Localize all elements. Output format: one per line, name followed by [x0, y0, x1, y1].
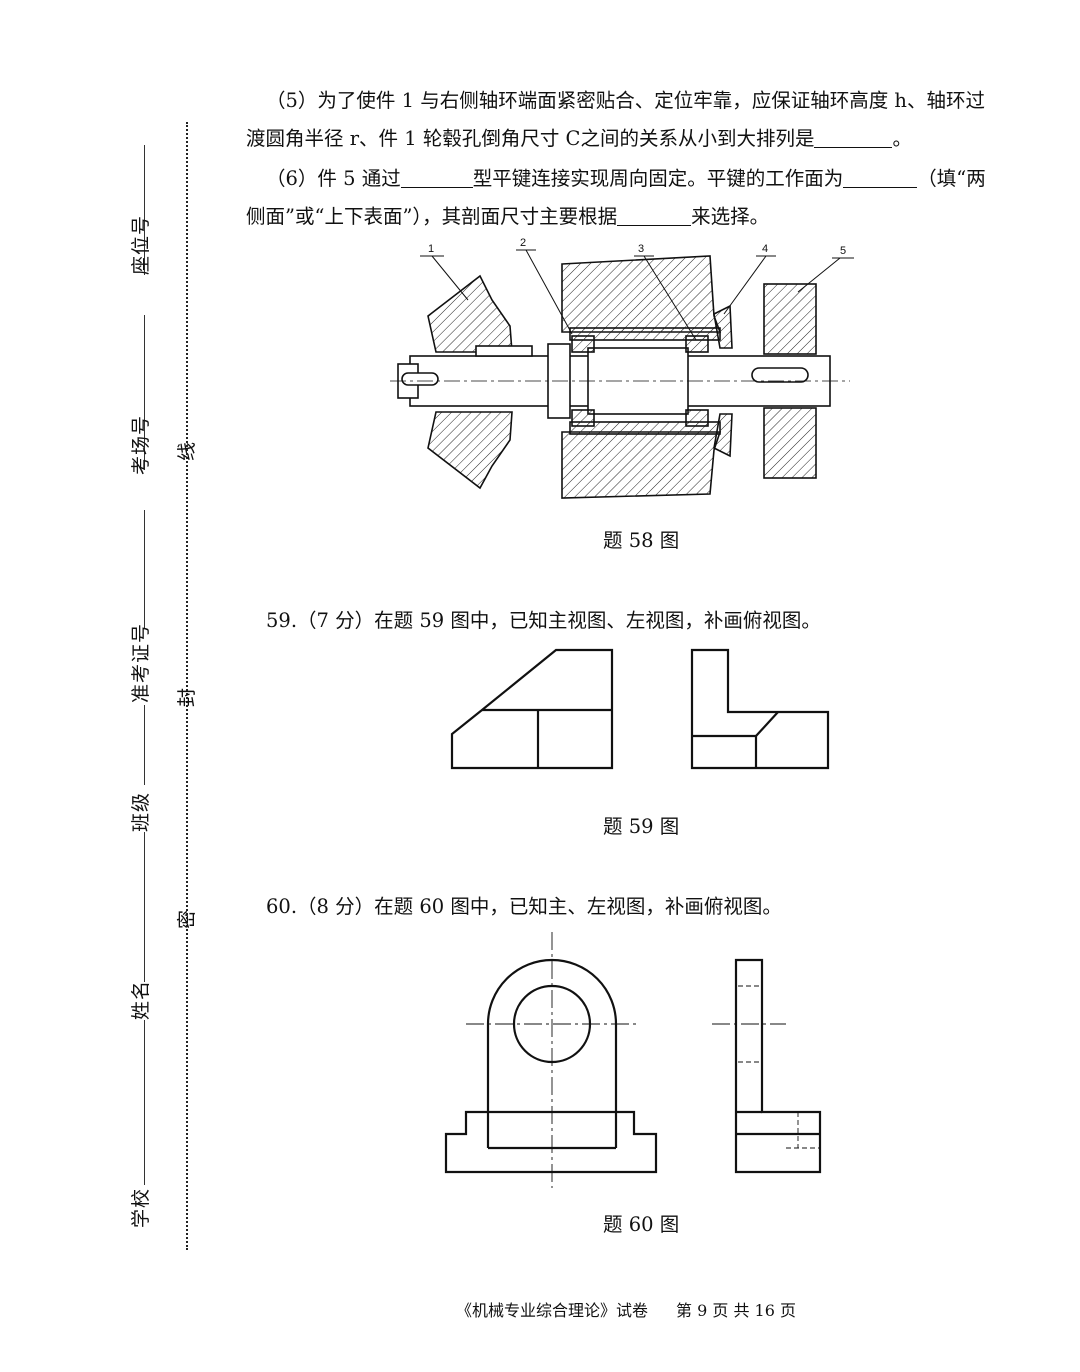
part-label-1: 1: [428, 243, 434, 255]
seal-char-secret: 密: [176, 909, 199, 930]
figure-60-caption: 题 60 图: [603, 1213, 680, 1236]
q58-p5-line2: 渡圆角半径 r、件 1 轮毂孔倒角尺寸 C之间的关系从小到大排列是 。: [246, 120, 1046, 158]
figure-59-caption: 题 59 图: [603, 815, 680, 838]
field-line: [144, 705, 145, 785]
part-label-2: 2: [520, 237, 526, 249]
field-line: [144, 832, 145, 982]
footer-page: 第 9 页 共 16 页: [676, 1301, 796, 1320]
school-label: 学校: [130, 1187, 152, 1228]
seal-char-seal: 封: [176, 687, 199, 708]
exam-room-label: 考场号: [130, 414, 152, 475]
q58-p5-line2-text: 渡圆角半径 r、件 1 轮毂孔倒角尺寸 C之间的关系从小到大排列是: [246, 127, 815, 150]
figure-59-views: [450, 648, 830, 770]
q58-p6-line2-text-a: 侧面”或“上下表面”），其剖面尺寸主要根据: [246, 205, 618, 228]
answer-blank[interactable]: [814, 125, 893, 148]
q58-p6-line2: 侧面”或“上下表面”），其剖面尺寸主要根据 来选择。: [246, 198, 1046, 236]
q60-text: 60.（8 分）在题 60 图中，已知主、左视图，补画俯视图。: [266, 895, 782, 918]
q58-p5-line1: （5）为了使件 1 与右侧轴环端面紧密贴合、定位牢靠，应保证轴环高度 h、轴环过: [266, 89, 985, 112]
page-footer: 《机械专业综合理论》试卷 第 9 页 共 16 页: [456, 1297, 824, 1321]
seat-number-label: 座位号: [130, 214, 152, 275]
admission-number-label: 准考证号: [130, 622, 152, 703]
q58-p6-text-a: （6）件 5 通过: [266, 167, 401, 190]
class-label: 班级: [130, 791, 152, 832]
name-label: 姓名: [130, 979, 152, 1020]
figure-58-shaft-assembly: 1 2 3 4 5: [390, 237, 854, 499]
field-line: [144, 1020, 145, 1185]
field-line: [144, 145, 145, 275]
part-label-3: 3: [638, 243, 644, 255]
figure-60-views: [444, 932, 822, 1188]
part-label-4: 4: [762, 243, 768, 255]
q58-p6-line2-text-b: 来选择。: [691, 205, 770, 228]
q58-p6-text-c: （填“两: [917, 167, 986, 190]
footer-title: 《机械专业综合理论》试卷: [456, 1301, 649, 1320]
answer-blank[interactable]: [843, 165, 918, 188]
q58-p6-text-b: 型平键连接实现周向固定。平键的工作面为: [472, 167, 844, 190]
q58-p5-line2-end: 。: [892, 127, 912, 150]
seal-char-line: 线: [176, 441, 199, 462]
q58-p6-line1: （6）件 5 通过 型平键连接实现周向固定。平键的工作面为 （填“两: [246, 160, 1066, 198]
figure-58-caption: 题 58 图: [603, 529, 680, 552]
answer-blank[interactable]: [400, 165, 473, 188]
field-line: [144, 315, 145, 470]
part-label-5: 5: [840, 245, 846, 257]
q59-text: 59.（7 分）在题 59 图中，已知主视图、左视图，补画俯视图。: [266, 609, 821, 632]
answer-blank[interactable]: [617, 203, 692, 226]
field-line: [144, 510, 145, 628]
binding-dotted-line: [186, 122, 188, 1250]
